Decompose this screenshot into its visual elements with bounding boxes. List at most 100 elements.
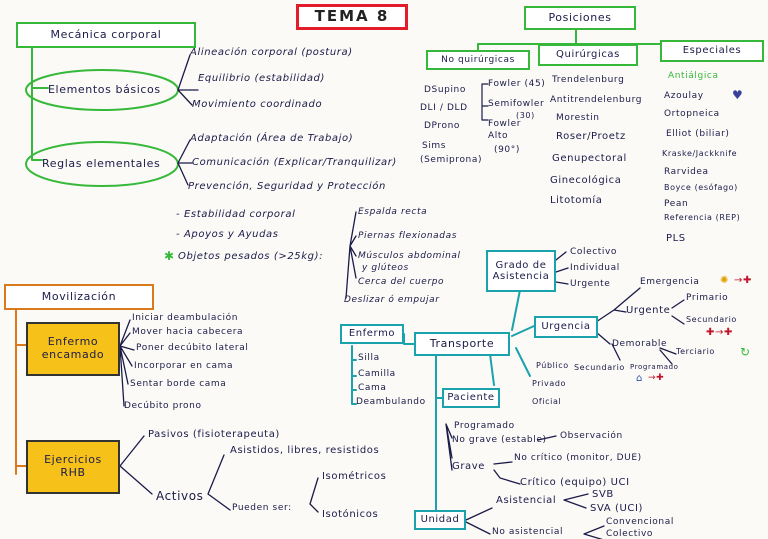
esp-item-8: Pean <box>664 199 689 209</box>
oficial-label: Oficial <box>532 397 562 406</box>
no-quir-b-1: Fowler (45) <box>488 79 546 89</box>
no-quir-b-3: (30) <box>516 111 535 120</box>
enfermo-item-1: Silla <box>358 353 380 363</box>
grado-asistencia-box: Grado de Asistencia <box>486 250 556 292</box>
secundario-label: Secundario <box>686 315 737 324</box>
star-icon: ✱ <box>164 249 175 263</box>
paciente-item-2: No grave (estable) <box>452 435 547 445</box>
no-quir-b-2: Semifowler <box>488 99 545 109</box>
paciente-item-3: Grave <box>452 461 486 472</box>
convencional-label: Convencional <box>606 517 674 527</box>
reglas-extra-3: Objetos pesados (>25kg): <box>178 251 324 262</box>
pueden-label: Pueden ser: <box>232 503 292 513</box>
elementos-item-2: Equilibrio (estabilidad) <box>198 73 325 84</box>
no-quir-a-3: DProno <box>424 121 461 131</box>
posiciones-title: Posiciones <box>524 6 636 30</box>
isotonicos-label: Isotónicos <box>322 509 379 520</box>
enfermo-line-2: encamado <box>41 348 105 361</box>
quir-item-1: Trendelenburg <box>552 75 625 85</box>
grado-line-2: Asistencia <box>492 271 550 282</box>
encamado-item-2: Mover hacia cabecera <box>132 327 244 337</box>
encamado-item-6: Decúbito prono <box>124 401 202 411</box>
sva-label: SVA (UCI) <box>590 503 644 514</box>
no-quir-b-5: Alto <box>488 131 509 141</box>
pesados-3: Músculos abdominal <box>358 251 461 261</box>
quir-item-6: Ginecológica <box>550 175 622 186</box>
pesados-4: y glúteos <box>362 263 409 273</box>
urgente-label: Urgente <box>626 305 671 316</box>
movilizacion-title: Movilización <box>4 284 154 310</box>
no-asistencial-label: No asistencial <box>492 527 564 537</box>
tema-title: TEMA 8 <box>296 4 408 30</box>
pesados-2: Piernas flexionadas <box>358 231 458 241</box>
activos-label: Activos <box>156 489 204 503</box>
no-quirurgicas-box: No quirúrgicas <box>426 50 530 70</box>
privado-label: Privado <box>532 379 567 388</box>
pasivos-label: Pasivos (fisioterapeuta) <box>148 429 280 440</box>
grado-item-3: Urgente <box>570 279 611 289</box>
grado-item-2: Individual <box>570 263 620 273</box>
secundario2-label: Secundario <box>574 363 625 372</box>
grado-line-1: Grado de <box>495 259 547 271</box>
return-arrow-icon: ↻ <box>740 345 751 359</box>
no-quir-b-6: (90°) <box>494 145 520 155</box>
quir-item-5: Genupectoral <box>552 153 627 164</box>
reglas-item-3: Prevención, Seguridad y Protección <box>188 181 386 192</box>
no-critico-label: No crítico (monitor, DUE) <box>514 453 642 463</box>
transporte-box: Transporte <box>414 332 510 356</box>
pesados-1: Espalda recta <box>358 207 428 217</box>
quir-item-4: Roser/Proetz <box>556 131 626 142</box>
critico-label: Crítico (equipo) UCI <box>520 477 630 488</box>
heart-icon: ♥ <box>732 88 744 102</box>
urgencia-box: Urgencia <box>534 316 598 338</box>
elementos-item-1: Alineación corporal (postura) <box>190 47 353 58</box>
publico-label: Público <box>536 361 569 370</box>
esp-item-7: Boyce (esófago) <box>664 183 738 192</box>
elementos-item-3: Movimiento coordinado <box>192 99 323 110</box>
esp-item-6: Rarvidea <box>664 167 709 177</box>
ejercicios-line-2: RHB <box>60 466 86 479</box>
esp-item-10: PLS <box>666 233 686 244</box>
enfermo-item-4: Deambulando <box>356 397 426 407</box>
ejercicios-rhb-box: Ejercicios RHB <box>26 440 120 494</box>
enfermo-line-1: Enfermo <box>47 335 99 349</box>
ejercicios-line-1: Ejercicios <box>44 453 102 467</box>
mecanica-title: Mecánica corporal <box>16 22 196 48</box>
encamado-item-3: Poner decúbito lateral <box>136 343 249 353</box>
encamado-item-5: Sentar borde cama <box>130 379 227 389</box>
paciente-box: Paciente <box>442 388 500 408</box>
terciario-label: Terciario <box>676 347 715 356</box>
sun-icon: ✺ <box>720 275 729 286</box>
enfermo-encamado-box: Enfermo encamado <box>26 322 120 376</box>
no-quir-a-2: DLI / DLD <box>420 103 468 113</box>
enfermo-box: Enfermo <box>340 324 404 344</box>
programado-label: Programado <box>630 363 679 371</box>
no-quir-a-4: Sims <box>422 141 447 151</box>
esp-item-1: Antiálgica <box>668 71 719 81</box>
reglas-label: Reglas elementales <box>42 157 161 170</box>
quirurgicas-box: Quirúrgicas <box>538 44 638 66</box>
quir-item-7: Litotomía <box>550 195 603 206</box>
esp-item-2: Azoulay <box>664 91 704 101</box>
no-quir-a-5: (Semiprona) <box>420 155 483 165</box>
emergencia-label: Emergencia <box>640 277 700 287</box>
esp-item-3: Ortopneica <box>664 109 720 119</box>
reglas-item-2: Comunicación (Explicar/Tranquilizar) <box>192 157 397 168</box>
esp-item-4: Elliot (biliar) <box>666 129 730 139</box>
house-icon: ⌂ <box>636 373 643 384</box>
colectivo-label: Colectivo <box>606 529 654 539</box>
esp-item-9: Referencia (REP) <box>664 213 741 222</box>
grado-item-1: Colectivo <box>570 247 618 257</box>
return-cross-icon: →✚ <box>648 373 665 383</box>
primario-label: Primario <box>686 293 729 303</box>
unidad-box: Unidad <box>414 510 466 530</box>
reglas-item-1: Adaptación (Área de Trabajo) <box>190 133 354 144</box>
quir-item-3: Morestin <box>556 113 600 123</box>
encamado-item-1: Iniciar deambulación <box>132 313 239 323</box>
asistidos-label: Asistidos, libres, resistidos <box>230 445 380 456</box>
observacion-label: Observación <box>560 431 623 441</box>
quir-item-2: Antitrendelenburg <box>550 95 643 105</box>
no-quir-a-1: DSupino <box>424 85 466 95</box>
esp-item-5: Kraske/Jackknife <box>662 149 738 158</box>
enfermo-item-3: Cama <box>358 383 387 393</box>
